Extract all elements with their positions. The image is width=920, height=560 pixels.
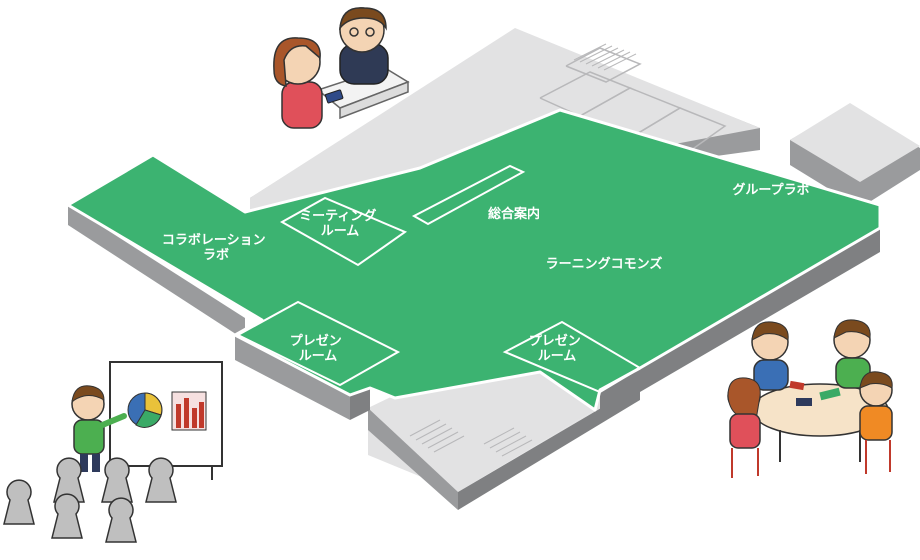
zone-labels: ミーティング ルーム 総合案内 グループラボ コラボレーション ラボ ラーニング… xyxy=(162,182,810,364)
presentation-left-outline xyxy=(235,300,401,387)
collaboration-lab-label: コラボレーション ラボ xyxy=(162,232,270,263)
group-lab-label: グループラボ xyxy=(732,182,809,198)
presentation-left-label-line2: ルーム xyxy=(299,349,338,364)
student-person-3 xyxy=(727,377,761,449)
learning-commons-label: ラーニングコモンズ xyxy=(546,256,663,272)
chairs xyxy=(731,440,891,478)
visitor-person xyxy=(273,37,344,129)
gray-right-wing xyxy=(790,103,920,208)
presentation-right-outline xyxy=(502,320,642,394)
bar-chart-icon xyxy=(171,391,207,431)
meeting-room-outline xyxy=(279,196,408,267)
audience xyxy=(3,457,177,543)
presentation-room-left-label: プレゼン ルーム xyxy=(290,333,347,364)
general-information-label: 総合案内 xyxy=(488,206,540,222)
meeting-room-label-line2: ルーム xyxy=(321,224,360,239)
student-person-4 xyxy=(859,371,893,441)
presentation-illustration xyxy=(3,361,223,543)
collaboration-lab-label-line1: コラボレーション xyxy=(162,232,266,248)
room-outlines xyxy=(235,164,642,394)
presentation-left-label-line1: プレゼン xyxy=(290,333,342,349)
pie-chart-icon xyxy=(127,392,163,428)
presenter-person xyxy=(71,385,127,472)
group-study-illustration xyxy=(727,319,893,478)
meeting-room-label: ミーティング ルーム xyxy=(299,208,381,239)
presentation-right-label-line2: ルーム xyxy=(538,349,577,364)
presentation-right-label-line1: プレゼン xyxy=(529,333,581,349)
staff-person xyxy=(339,7,389,85)
student-person-1 xyxy=(751,321,789,391)
info-counter-outline xyxy=(411,164,526,226)
presentation-room-right-label: プレゼン ルーム xyxy=(529,333,586,364)
stairs-lower xyxy=(409,419,533,457)
reception-illustration xyxy=(273,7,410,129)
collaboration-lab-label-line2: ラボ xyxy=(203,247,229,263)
stairs-upper xyxy=(573,43,637,71)
green-floor xyxy=(66,108,882,412)
gray-upper-block xyxy=(250,28,760,220)
meeting-room-label-line1: ミーティング xyxy=(299,208,376,224)
floor-slab-sides xyxy=(68,205,880,420)
